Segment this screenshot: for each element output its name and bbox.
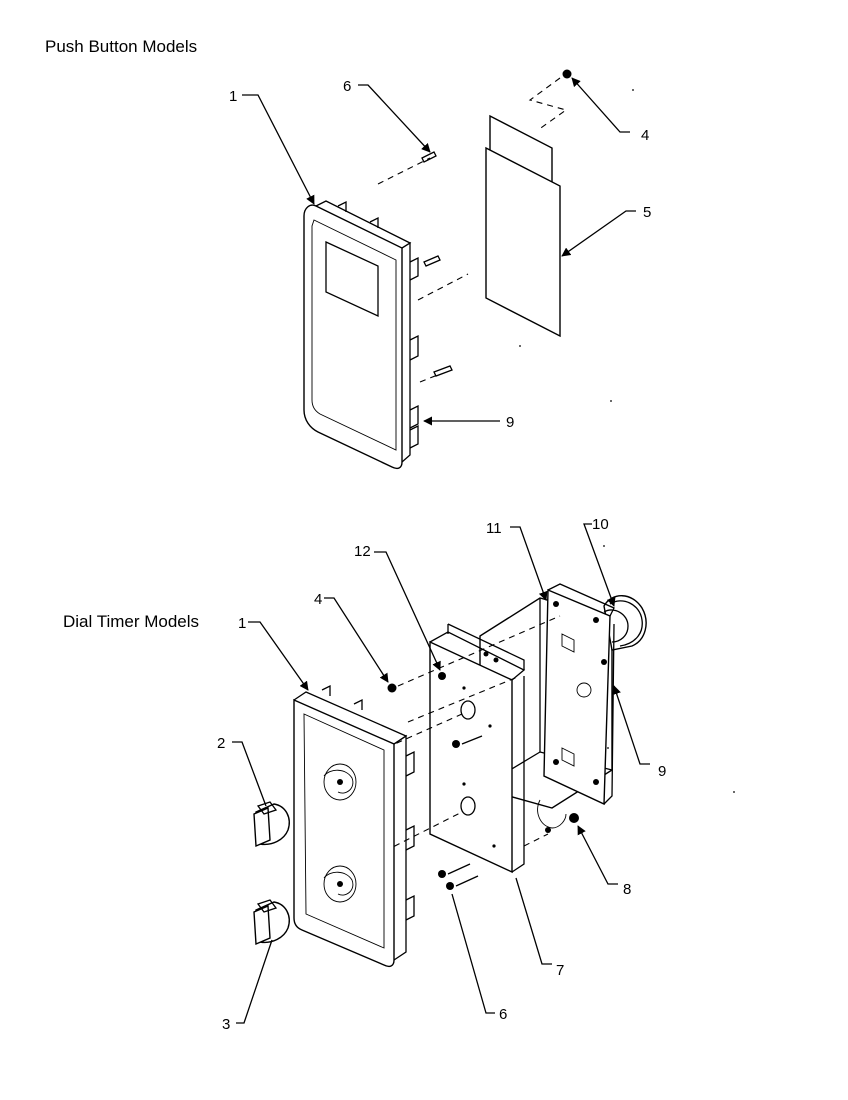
screw-plate-mid: [452, 740, 460, 748]
label-push-9: 9: [506, 414, 514, 431]
screw-4-dial: [387, 683, 397, 693]
switch-plate-7: [429, 623, 526, 874]
insulation-sheet-5: [485, 146, 561, 338]
dial-timer-assembly: 1 2 3 4 6 7 8 9 10 11 12: [217, 516, 735, 1033]
wire-clip: [537, 799, 567, 829]
label-dial-12: 12: [354, 543, 371, 560]
push-button-models-title: Push Button Models: [45, 37, 198, 56]
label-dial-1: 1: [238, 615, 246, 632]
mounting-bracket-9: [543, 583, 615, 806]
label-dial-4: 4: [314, 591, 322, 608]
label-dial-2: 2: [217, 735, 225, 752]
screw-6-push: [421, 151, 437, 163]
dial-timer-models-title: Dial Timer Models: [63, 612, 200, 631]
screw-plate-low: [438, 870, 446, 878]
label-push-6: 6: [343, 78, 351, 95]
screw-12: [438, 672, 446, 680]
timer-knob-2: [253, 801, 290, 848]
label-dial-7: 7: [556, 962, 564, 979]
timer-knob-3: [253, 899, 290, 946]
label-push-5: 5: [643, 204, 651, 221]
control-panel-dial: [293, 684, 415, 968]
label-dial-6: 6: [499, 1006, 507, 1023]
nut-8: [569, 813, 579, 823]
push-button-assembly: 1 6 4 5 9: [229, 69, 651, 470]
control-panel-push: [303, 200, 453, 470]
label-dial-10: 10: [592, 516, 609, 533]
label-dial-11: 11: [486, 520, 502, 537]
label-dial-3: 3: [222, 1016, 230, 1033]
screw-4-push: [562, 69, 572, 79]
label-push-4: 4: [641, 127, 649, 144]
label-dial-8: 8: [623, 881, 631, 898]
screw-6-dial: [446, 882, 454, 890]
display-window: [325, 240, 379, 318]
label-push-1: 1: [229, 88, 237, 105]
timer-dial-opening-lower: [323, 865, 357, 903]
timer-dial-opening-upper: [323, 763, 357, 801]
label-dial-9: 9: [658, 763, 666, 780]
